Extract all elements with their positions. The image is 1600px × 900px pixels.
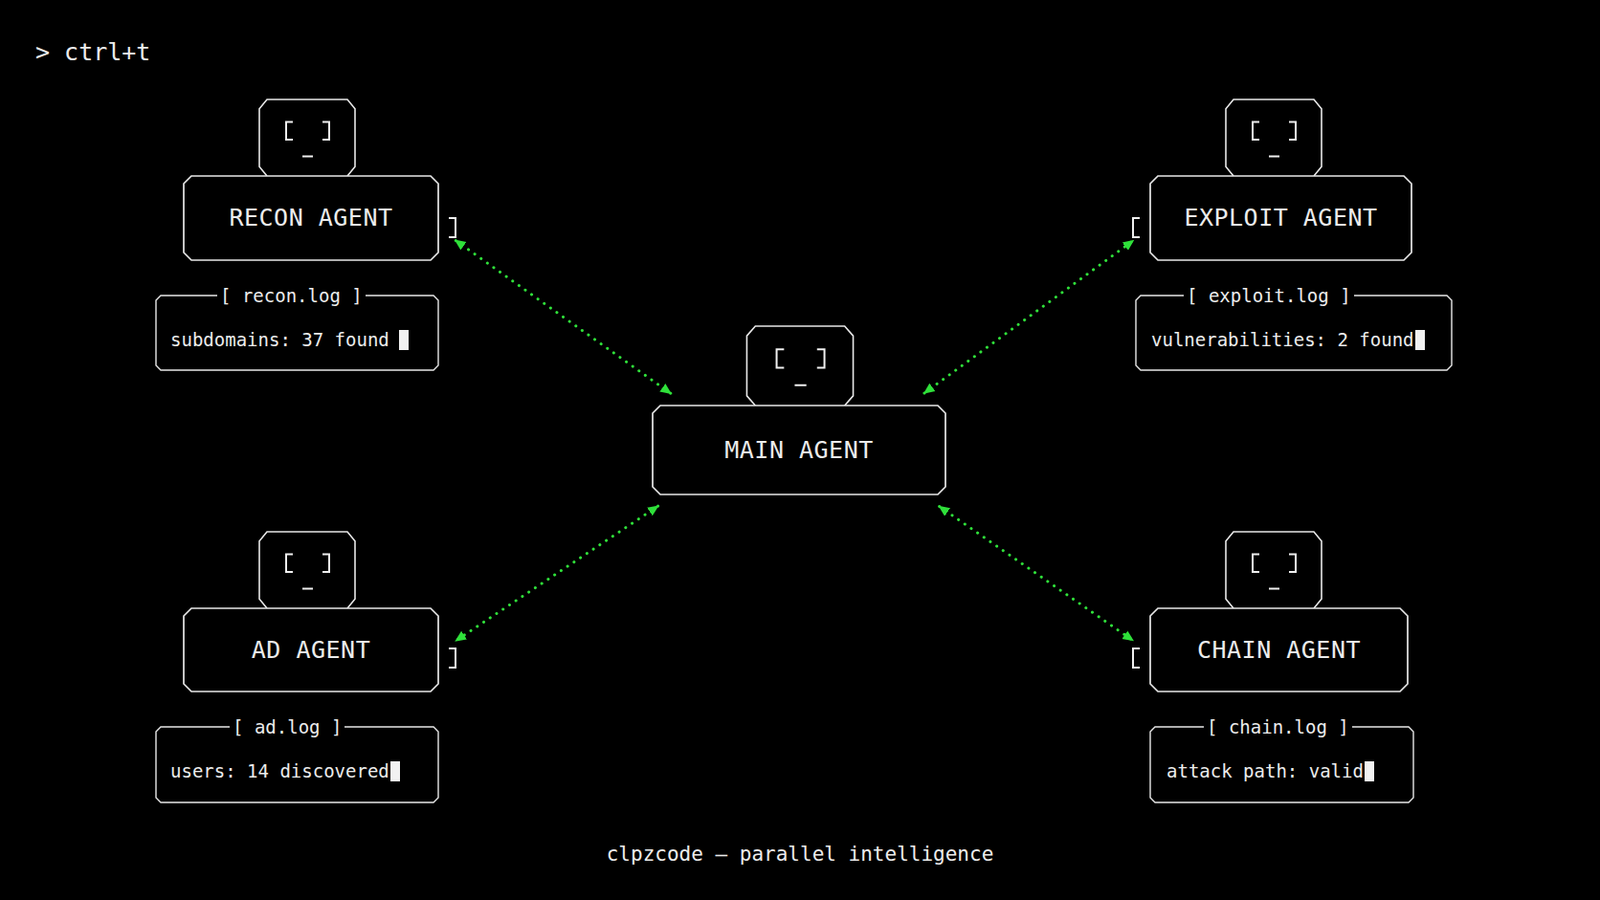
log-line: attack path: valid bbox=[1166, 759, 1375, 783]
dotted-connector bbox=[455, 240, 671, 394]
log-line: users: 14 discovered bbox=[170, 759, 400, 783]
log-panel: [ chain.log ]attack path: valid bbox=[1150, 727, 1414, 803]
caption: clpzcode — parallel intelligence bbox=[0, 842, 1600, 867]
box-outline-path bbox=[1150, 608, 1408, 692]
port-bracket bbox=[1133, 648, 1140, 668]
agent-head bbox=[259, 532, 356, 609]
agent-name: EXPLOIT AGENT bbox=[1150, 203, 1412, 233]
log-panel: [ recon.log ]subdomains: 37 found bbox=[155, 295, 439, 371]
dotted-connector bbox=[924, 241, 1134, 394]
agent-name: RECON AGENT bbox=[183, 203, 439, 233]
log-title: [ exploit.log ] bbox=[1183, 284, 1355, 308]
agent-name: MAIN AGENT bbox=[652, 436, 946, 466]
text-cursor bbox=[1415, 330, 1425, 351]
log-panel: [ ad.log ]users: 14 discovered bbox=[155, 727, 439, 803]
log-panel: [ exploit.log ]vulnerabilities: 2 found bbox=[1135, 295, 1452, 371]
dotted-connector bbox=[939, 507, 1134, 642]
agent-name: CHAIN AGENT bbox=[1150, 636, 1408, 666]
agent-head bbox=[746, 326, 853, 406]
text-cursor bbox=[399, 330, 409, 351]
log-title: [ chain.log ] bbox=[1203, 715, 1353, 739]
box-outline-path bbox=[652, 405, 946, 495]
port-bracket bbox=[448, 218, 456, 238]
agent-box: EXPLOIT AGENT bbox=[1150, 176, 1412, 261]
agent-box: AD AGENT bbox=[183, 608, 439, 692]
log-title: [ recon.log ] bbox=[217, 284, 366, 308]
agent-box: RECON AGENT bbox=[183, 176, 439, 261]
text-cursor bbox=[390, 761, 400, 782]
port-bracket bbox=[448, 648, 456, 668]
box-outline-path bbox=[183, 176, 439, 261]
agent-box: MAIN AGENT bbox=[652, 405, 946, 495]
agent-name: AD AGENT bbox=[183, 636, 439, 666]
port-bracket bbox=[1133, 218, 1140, 238]
log-line: vulnerabilities: 2 found bbox=[1151, 328, 1425, 352]
box-outline-path bbox=[1150, 176, 1412, 261]
log-line: subdomains: 37 found bbox=[170, 328, 409, 352]
agent-head bbox=[1225, 532, 1322, 609]
text-cursor bbox=[1364, 761, 1375, 782]
dotted-connector bbox=[455, 506, 658, 642]
prompt-label: > ctrl+t bbox=[35, 40, 151, 66]
agent-head bbox=[1225, 99, 1322, 177]
log-title: [ ad.log ] bbox=[229, 715, 345, 739]
agent-head bbox=[259, 99, 356, 177]
box-outline-path bbox=[183, 608, 439, 692]
agent-box: CHAIN AGENT bbox=[1150, 608, 1408, 692]
